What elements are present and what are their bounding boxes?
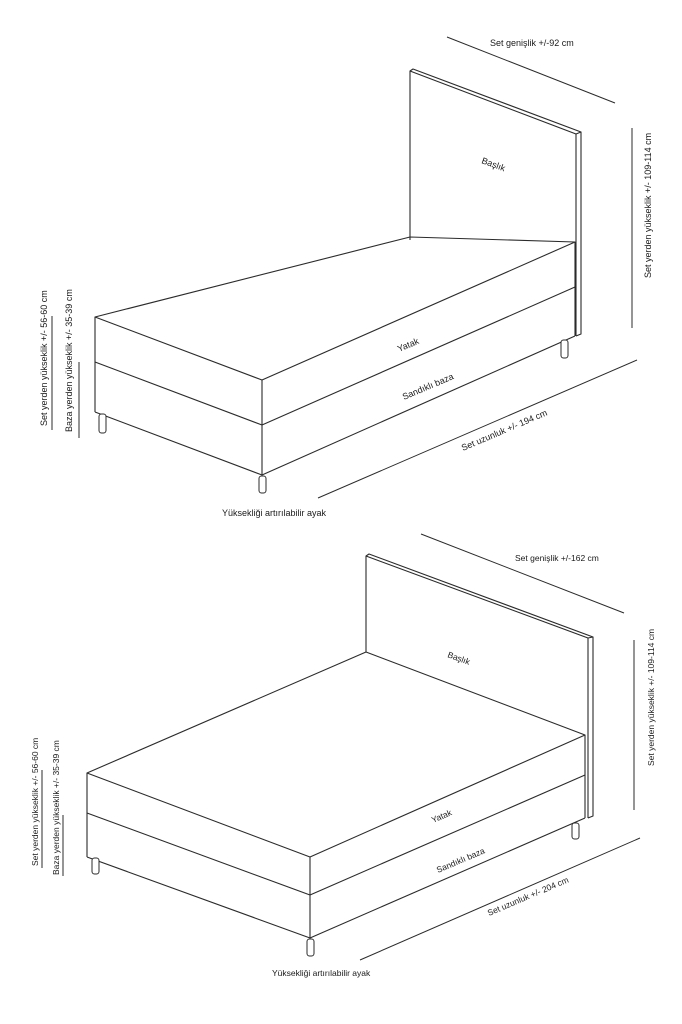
- single-legs: [98, 339, 569, 494]
- single-height-total-label: Set yerden yükseklik +/- 109-114 cm: [643, 133, 653, 278]
- single-headboard: [409, 68, 582, 337]
- double-height-total-label: Set yerden yükseklik +/- 109-114 cm: [646, 629, 656, 766]
- single-storage-base: [94, 287, 576, 476]
- double-length-label: Set uzunluk +/- 204 cm: [486, 875, 570, 918]
- double-base-label: Sandıklı baza: [435, 845, 487, 874]
- double-mattress: [86, 651, 586, 896]
- double-storage-base: [86, 775, 586, 939]
- single-length-dim-line: [317, 359, 638, 499]
- double-mattress-label: Yatak: [430, 807, 454, 825]
- single-set-height-label: Set yerden yükseklik +/- 56-60 cm: [39, 290, 49, 426]
- single-bed-diagram: Set genişlik +/-92 cm Set yerden yüksekl…: [39, 36, 653, 518]
- double-base-height-label: Baza yerden yükseklik +/- 35-39 cm: [51, 740, 61, 875]
- double-width-label: Set genişlik +/-162 cm: [515, 553, 599, 563]
- single-base-height-label: Baza yerden yükseklik +/- 35-39 cm: [64, 289, 74, 432]
- single-legs-label: Yüksekliği artırılabilir ayak: [222, 508, 327, 518]
- double-length-dim-line: [359, 837, 641, 961]
- single-mattress: [94, 236, 576, 426]
- double-legs-label: Yüksekliği artırılabilir ayak: [272, 968, 371, 978]
- double-headboard-label: Başlık: [446, 649, 472, 667]
- double-legs: [91, 822, 580, 957]
- single-width-label: Set genişlik +/-92 cm: [490, 38, 574, 48]
- single-width-dim-line: [446, 36, 616, 104]
- single-headboard-label: Başlık: [480, 155, 507, 173]
- double-bed-diagram: Set genişlik +/-162 cm Set yerden yüksek…: [30, 533, 656, 978]
- single-mattress-label: Yatak: [396, 336, 421, 354]
- single-length-label: Set uzunluk +/- 194 cm: [460, 408, 549, 453]
- double-width-dim-line: [420, 533, 625, 614]
- double-set-height-label: Set yerden yükseklik +/- 56-60 cm: [30, 738, 40, 866]
- single-base-label: Sandıklı baza: [401, 371, 455, 402]
- double-headboard: [365, 553, 594, 819]
